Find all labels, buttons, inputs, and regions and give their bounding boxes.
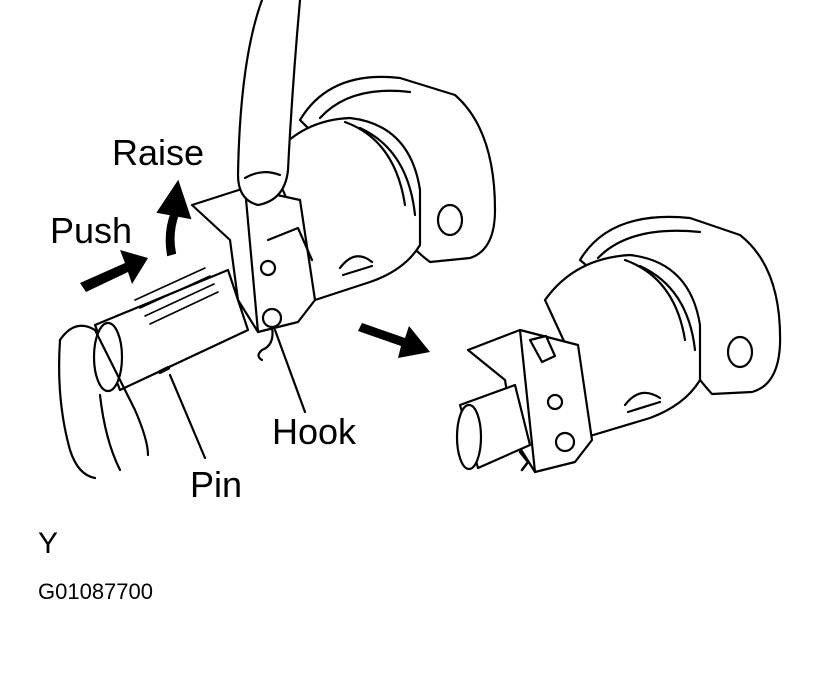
push-arrow-icon	[80, 250, 148, 292]
pin-label: Pin	[190, 464, 243, 505]
pin-leader-line	[168, 373, 207, 460]
figure-code: G01087700	[38, 579, 153, 604]
raise-label: Raise	[112, 132, 205, 173]
push-label: Push	[50, 210, 133, 251]
view-letter: Y	[38, 527, 59, 560]
right-key-shaft	[455, 383, 532, 472]
hook-label: Hook	[272, 411, 357, 452]
raise-arrow-icon	[156, 179, 192, 257]
removal-direction-arrow-icon	[358, 323, 430, 358]
hook-leader-line	[273, 328, 307, 414]
hand-outline	[58, 0, 302, 480]
